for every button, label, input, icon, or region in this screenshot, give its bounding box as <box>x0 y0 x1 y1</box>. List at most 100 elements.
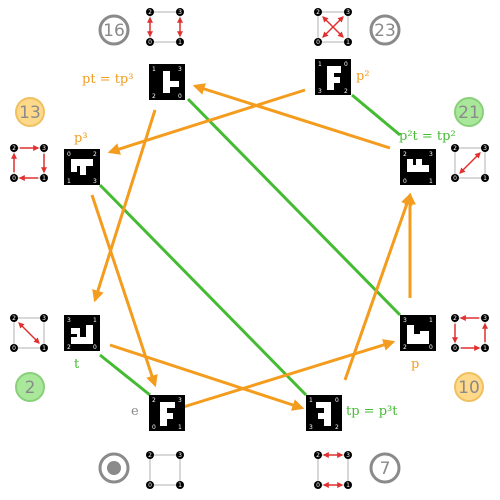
svg-text:1: 1 <box>152 66 156 73</box>
svg-text:0: 0 <box>178 93 182 100</box>
svg-text:7: 7 <box>380 459 391 479</box>
svg-text:3: 3 <box>483 145 487 152</box>
svg-text:2: 2 <box>93 151 97 158</box>
svg-text:2: 2 <box>67 344 71 351</box>
green-edges <box>98 93 402 397</box>
svg-text:3: 3 <box>178 397 182 404</box>
svg-text:1: 1 <box>178 39 182 46</box>
orange-arrow-pt-t <box>92 109 157 303</box>
label-p2: p² <box>356 69 370 84</box>
svg-text:23: 23 <box>374 21 396 41</box>
svg-text:2: 2 <box>148 452 152 459</box>
svg-text:3: 3 <box>178 66 182 73</box>
badge-10: 10 <box>454 372 484 402</box>
svg-text:3: 3 <box>309 424 313 431</box>
orange-arrow-p3-e <box>90 194 158 388</box>
svg-text:3: 3 <box>178 452 182 459</box>
svg-text:3: 3 <box>42 315 46 322</box>
svg-text:21: 21 <box>458 103 480 123</box>
svg-text:1: 1 <box>483 175 487 182</box>
badge-23: 23 <box>369 14 401 46</box>
green-edge-p2-p2t <box>351 93 401 137</box>
svg-text:3: 3 <box>483 315 487 322</box>
svg-text:2: 2 <box>453 145 457 152</box>
square-left-upper: 2 3 0 1 <box>10 144 48 182</box>
green-edge-pt-p <box>186 97 402 317</box>
label-p2t-eq-tp2: p²t = tp² <box>399 129 456 144</box>
svg-text:1: 1 <box>42 175 46 182</box>
svg-text:0: 0 <box>93 344 97 351</box>
svg-text:0: 0 <box>148 482 152 489</box>
label-e: e <box>131 404 139 419</box>
svg-text:2: 2 <box>344 88 348 95</box>
svg-text:3: 3 <box>346 452 350 459</box>
svg-text:2: 2 <box>335 424 339 431</box>
svg-text:0: 0 <box>12 345 16 352</box>
badge-7: 7 <box>369 452 401 484</box>
svg-text:2: 2 <box>148 9 152 16</box>
tile-t: 3 1 2 0 <box>64 315 100 351</box>
svg-text:2: 2 <box>152 93 156 100</box>
svg-text:2: 2 <box>12 315 16 322</box>
svg-text:0: 0 <box>429 344 433 351</box>
square-left-lower: 2 3 0 1 <box>10 314 48 352</box>
badge-21: 21 <box>454 97 484 127</box>
svg-text:2: 2 <box>403 151 407 158</box>
svg-text:3: 3 <box>429 151 433 158</box>
svg-text:0: 0 <box>316 39 320 46</box>
orange-arrows <box>90 83 416 411</box>
svg-text:0: 0 <box>148 39 152 46</box>
svg-text:0: 0 <box>403 178 407 185</box>
svg-text:3: 3 <box>178 9 182 16</box>
svg-text:2: 2 <box>403 344 407 351</box>
svg-text:16: 16 <box>103 21 125 41</box>
tile-p2: 1 0 3 2 <box>315 59 351 95</box>
tile-p3: 0 2 1 3 <box>64 149 100 185</box>
svg-text:0: 0 <box>453 345 457 352</box>
svg-text:3: 3 <box>67 317 71 324</box>
tile-pt: 1 3 2 0 <box>149 64 185 100</box>
svg-text:3: 3 <box>42 145 46 152</box>
badge-16: 16 <box>98 14 130 46</box>
svg-text:0: 0 <box>67 151 71 158</box>
svg-text:2: 2 <box>316 452 320 459</box>
square-top-right: 2 3 0 1 <box>314 8 352 46</box>
square-right-upper: 2 3 0 1 <box>451 144 489 182</box>
svg-text:1: 1 <box>67 178 71 185</box>
svg-text:3: 3 <box>403 317 407 324</box>
svg-text:0: 0 <box>335 397 339 404</box>
label-pt-eq-tp3: pt = tp³ <box>82 72 133 87</box>
svg-text:1: 1 <box>346 482 350 489</box>
badge-2: 2 <box>15 372 45 402</box>
svg-text:2: 2 <box>25 378 36 398</box>
svg-text:0: 0 <box>152 424 156 431</box>
tile-p2t: 2 3 0 1 <box>400 149 436 185</box>
square-top-left: 2 3 0 1 <box>146 8 184 46</box>
svg-text:1: 1 <box>429 317 433 324</box>
orange-arrow-p2t-pt <box>192 83 391 150</box>
tile-e: 2 3 0 1 <box>149 395 185 431</box>
label-t: t <box>74 357 80 372</box>
svg-text:1: 1 <box>318 61 322 68</box>
svg-text:0: 0 <box>344 61 348 68</box>
svg-text:1: 1 <box>346 39 350 46</box>
svg-text:1: 1 <box>178 424 182 431</box>
svg-text:10: 10 <box>458 378 480 398</box>
green-edge-t-e <box>99 353 151 397</box>
svg-text:2: 2 <box>12 145 16 152</box>
svg-text:2: 2 <box>316 9 320 16</box>
svg-text:13: 13 <box>19 103 41 123</box>
orange-arrow-p2-p3 <box>107 88 306 155</box>
tile-p: 3 1 2 0 <box>400 315 436 351</box>
svg-text:2: 2 <box>152 397 156 404</box>
svg-text:1: 1 <box>309 397 313 404</box>
svg-text:0: 0 <box>12 175 16 182</box>
svg-text:1: 1 <box>42 345 46 352</box>
svg-text:1: 1 <box>93 317 97 324</box>
green-edge-p3-tp <box>98 183 308 397</box>
orange-arrow-tp-p2 <box>343 192 413 381</box>
svg-text:3: 3 <box>346 9 350 16</box>
svg-text:2: 2 <box>453 315 457 322</box>
